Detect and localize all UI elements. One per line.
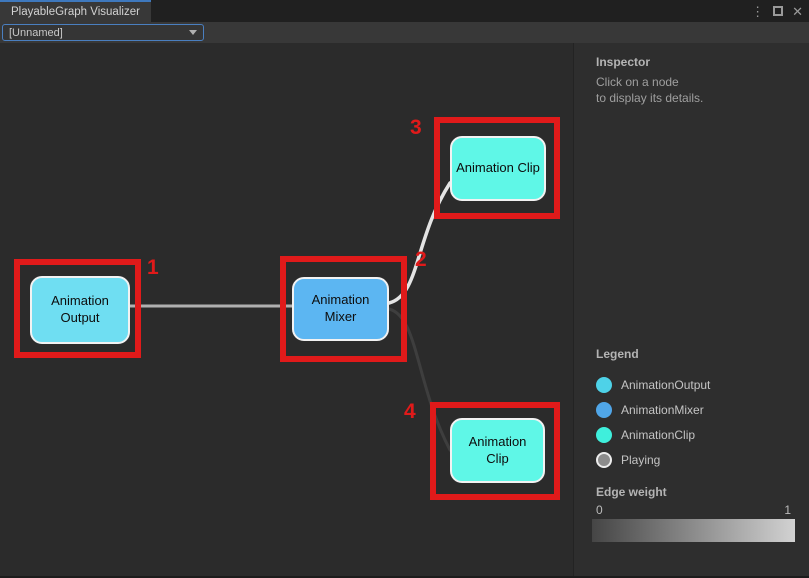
inspector-hint-line2: to display its details. (596, 91, 704, 105)
node-animation-clip-top[interactable]: Animation Clip (450, 136, 546, 201)
legend-item-animation-output: AnimationOutput (596, 372, 710, 397)
maximize-icon[interactable] (773, 6, 784, 16)
node-animation-mixer[interactable]: Animation Mixer (292, 277, 389, 341)
playing-color-dot (596, 451, 612, 468)
edge-weight-title: Edge weight (596, 485, 667, 499)
edge-weight-section: Edge weight 0 1 (592, 485, 795, 542)
node-animation-output[interactable]: Animation Output (30, 276, 130, 344)
edge-weight-bar (592, 519, 795, 542)
window-controls: ⋮ ✕ (751, 0, 803, 22)
legend-section: Legend AnimationOutput AnimationMixer An… (596, 347, 710, 472)
legend-item-playing: Playing (596, 447, 710, 472)
annotation-number-4: 4 (404, 400, 416, 423)
highlight-box-1 (14, 259, 141, 358)
highlight-box-3 (434, 117, 560, 219)
edge-weight-min: 0 (596, 503, 603, 517)
inspector-title: Inspector (596, 55, 651, 69)
legend-label: AnimationOutput (621, 377, 711, 392)
highlight-box-2 (280, 256, 407, 362)
content-area: Animation Output Animation Mixer Animati… (0, 43, 809, 576)
edge-mixer-to-clip-bottom (387, 307, 452, 452)
inspector-section: Inspector Click on a node to display its… (596, 55, 703, 106)
legend-item-animation-clip: AnimationClip (596, 422, 710, 447)
edge-weight-scale: 0 1 (592, 503, 795, 517)
graph-canvas[interactable]: Animation Output Animation Mixer Animati… (0, 43, 573, 576)
graph-selector-dropdown[interactable]: [Unnamed] (2, 24, 204, 41)
tab-bar: PlayableGraph Visualizer ⋮ ✕ (0, 0, 809, 22)
graph-selector-value: [Unnamed] (9, 26, 63, 39)
graph-toolbar: [Unnamed] (0, 22, 809, 43)
legend-label: AnimationMixer (621, 402, 704, 417)
inspector-panel: Inspector Click on a node to display its… (573, 43, 809, 576)
legend-title: Legend (596, 347, 639, 361)
animation-clip-color-dot (596, 426, 612, 443)
chevron-down-icon (189, 30, 197, 35)
inspector-hint: Click on a node to display its details. (596, 74, 703, 106)
tab-playablegraph-visualizer[interactable]: PlayableGraph Visualizer (0, 0, 151, 22)
tab-title: PlayableGraph Visualizer (11, 6, 140, 18)
close-icon[interactable]: ✕ (792, 3, 803, 19)
highlight-box-4 (430, 402, 560, 500)
animation-output-color-dot (596, 376, 612, 393)
node-animation-clip-bottom[interactable]: Animation Clip (450, 418, 545, 483)
edge-weight-max: 1 (784, 503, 791, 517)
animation-mixer-color-dot (596, 401, 612, 418)
legend-label: AnimationClip (621, 427, 696, 442)
annotation-number-1: 1 (147, 256, 159, 279)
annotation-number-2: 2 (415, 248, 427, 271)
menu-icon[interactable]: ⋮ (751, 3, 765, 19)
annotation-number-3: 3 (410, 116, 422, 139)
legend-items: AnimationOutput AnimationMixer Animation… (596, 372, 710, 472)
legend-label: Playing (621, 452, 661, 467)
legend-item-animation-mixer: AnimationMixer (596, 397, 710, 422)
inspector-hint-line1: Click on a node (596, 75, 679, 89)
